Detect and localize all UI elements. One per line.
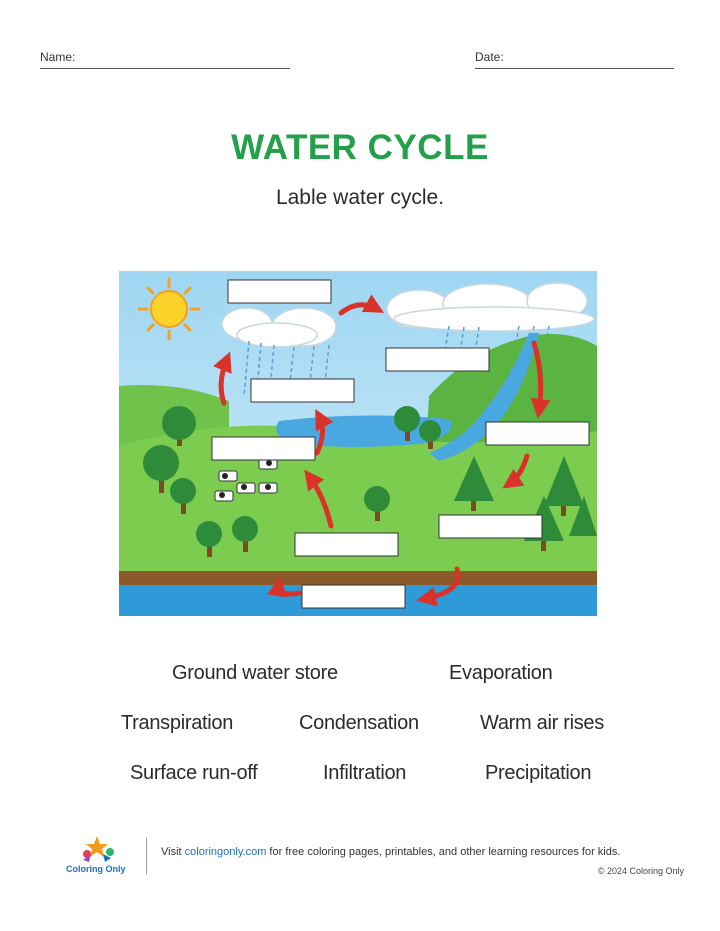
logo-text: Coloring Only (66, 864, 126, 874)
label-box-7[interactable] (294, 532, 399, 557)
trees (143, 406, 597, 557)
word-transpiration: Transpiration (121, 712, 234, 734)
footer-link[interactable]: coloringonly.com (184, 846, 267, 858)
soil-layer (119, 571, 597, 585)
arrow-evaporation (314, 408, 334, 456)
label-box-1[interactable] (227, 279, 332, 304)
arrow-runoff (502, 453, 530, 489)
arrow-condensation (338, 294, 384, 316)
label-box-2[interactable] (385, 347, 490, 372)
label-box-5[interactable] (485, 421, 590, 446)
word-infiltration: Infiltration (323, 762, 407, 784)
arrow-warm-air (213, 351, 232, 406)
cows (214, 458, 278, 502)
footer-divider (146, 838, 147, 874)
word-ground-water-store: Ground water store (172, 662, 338, 684)
river (429, 333, 539, 461)
footer-visit-prefix: Visit (161, 846, 185, 858)
page-title: WATER CYCLE (231, 128, 489, 167)
sun-icon (137, 277, 201, 341)
word-condensation: Condensation (299, 712, 419, 734)
arrow-return (267, 576, 302, 598)
name-label: Name: (40, 50, 76, 64)
label-box-8[interactable] (301, 584, 406, 609)
label-box-3[interactable] (250, 378, 355, 403)
label-box-6[interactable] (438, 514, 543, 539)
cloud-left (221, 307, 337, 348)
label-boxes (211, 279, 590, 609)
arrow-precipitation (530, 340, 551, 419)
coloring-only-logo-icon (83, 836, 114, 862)
water-cycle-illustration (119, 271, 597, 616)
footer-visit-suffix: for free coloring pages, printables, and… (266, 846, 621, 858)
word-precipitation: Precipitation (485, 762, 592, 784)
cycle-arrows (213, 294, 551, 607)
page-subtitle: Lable water cycle. (275, 186, 445, 209)
word-surface-run-off: Surface run-off (130, 762, 258, 784)
name-line[interactable] (40, 68, 290, 69)
date-line[interactable] (475, 68, 674, 69)
label-box-4[interactable] (211, 436, 316, 461)
arrow-groundwater (416, 566, 461, 607)
copyright: © 2024 Coloring Only (597, 866, 684, 876)
meadow (119, 425, 597, 581)
footer-visit-text: Visit coloringonly.com for free coloring… (161, 846, 620, 858)
date-label: Date: (475, 50, 504, 64)
cloud-right (386, 282, 595, 332)
word-warm-air-rises: Warm air rises (480, 712, 604, 734)
arrow-infiltration (304, 469, 334, 529)
word-evaporation: Evaporation (449, 662, 553, 684)
